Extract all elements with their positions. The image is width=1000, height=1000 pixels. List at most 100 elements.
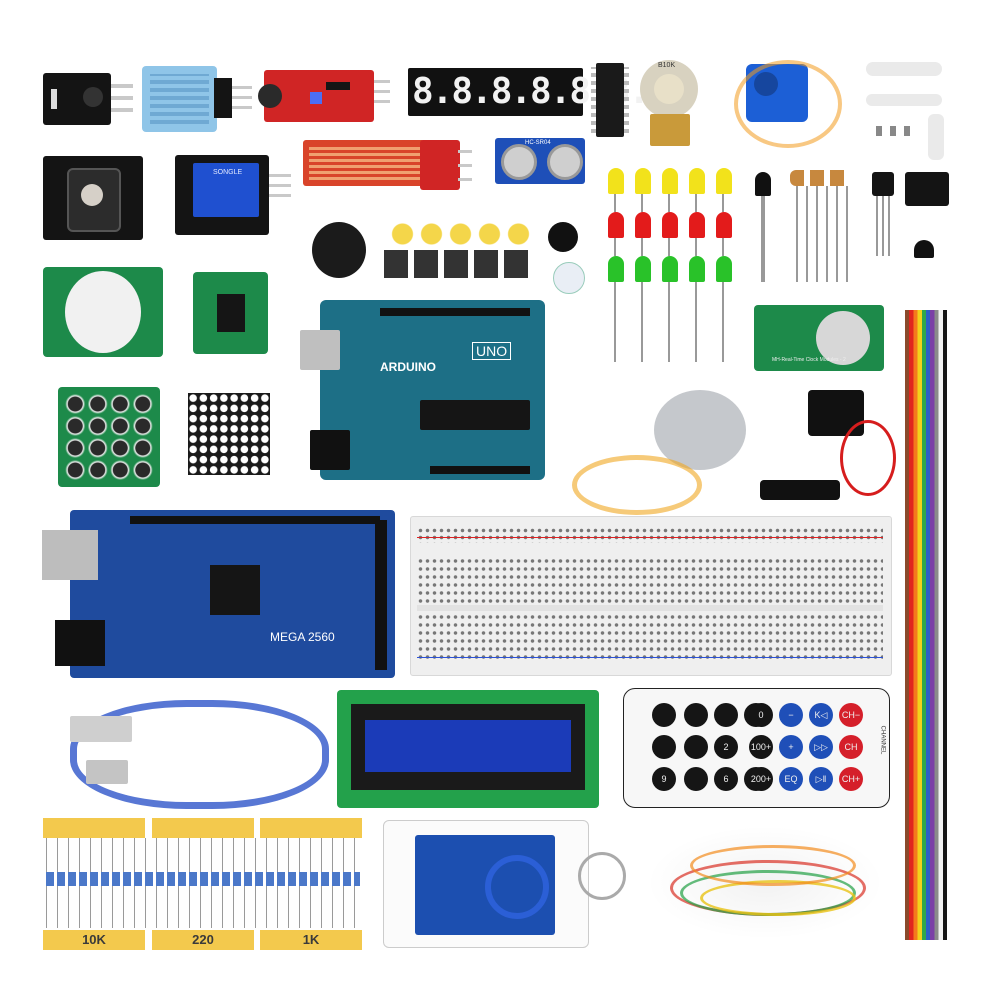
pir-sensor xyxy=(43,267,163,357)
ir-photodiode xyxy=(755,172,771,196)
mega-dc-jack xyxy=(55,620,105,666)
remote-button[interactable]: 9 xyxy=(652,767,676,791)
led xyxy=(716,212,732,238)
pot-legs xyxy=(650,114,690,146)
led-leg xyxy=(722,238,724,256)
resistor-strip-10k-top xyxy=(43,818,145,838)
header-pins xyxy=(458,164,472,167)
photoresistors xyxy=(790,170,850,186)
remote-button[interactable]: − xyxy=(779,703,803,727)
dht11-sensor xyxy=(142,66,217,132)
analog-header xyxy=(430,466,530,474)
led xyxy=(662,256,678,282)
remote-button[interactable]: 0 xyxy=(749,703,773,727)
resistor-bodies xyxy=(46,872,360,886)
remote-button[interactable]: EQ xyxy=(779,767,803,791)
led xyxy=(662,168,678,194)
led-leg xyxy=(695,194,697,212)
ks-label xyxy=(51,89,57,109)
temperature-sensor xyxy=(914,240,934,258)
dht-board xyxy=(214,78,232,118)
led xyxy=(662,212,678,238)
buzzer xyxy=(548,222,578,252)
remote-button[interactable] xyxy=(684,703,708,727)
atmega-chip xyxy=(420,400,530,430)
barrel-plug xyxy=(760,480,840,500)
segment-digits: 8.8.8.8.8.8. xyxy=(412,71,650,112)
lcd-screen xyxy=(365,720,571,772)
header-pins xyxy=(374,100,390,103)
led-leg xyxy=(614,282,616,362)
led-leg xyxy=(614,194,616,212)
remote-button[interactable]: CH− xyxy=(839,703,863,727)
rtc-label: MH-Real-Time Clock Modules - 2 xyxy=(772,357,846,363)
usb-b-plug xyxy=(86,760,128,784)
mega-model: MEGA 2560 xyxy=(270,630,335,644)
led xyxy=(608,168,624,194)
resistor-strip-220-top xyxy=(152,818,254,838)
water-sensor-head xyxy=(420,140,460,190)
led-leg xyxy=(668,194,670,212)
usb-b-port xyxy=(300,330,340,370)
led-leg xyxy=(614,238,616,256)
remote-button[interactable]: ▷‖ xyxy=(809,767,833,791)
resistor-strip-1k-top xyxy=(260,818,362,838)
potentiometer: B10K xyxy=(640,60,698,118)
tactile-buttons xyxy=(384,250,534,278)
remote-button[interactable]: + xyxy=(779,735,803,759)
remote-button[interactable]: CH xyxy=(839,735,863,759)
lcd-1602-module xyxy=(337,690,599,808)
remote-button[interactable]: K◁ xyxy=(809,703,833,727)
remote-button[interactable] xyxy=(684,735,708,759)
led-leg xyxy=(641,282,643,362)
header-pins xyxy=(458,178,472,181)
sensor-dome xyxy=(83,87,103,107)
rfid-key-ring xyxy=(578,852,626,900)
header-pins xyxy=(269,174,291,177)
header-pins xyxy=(111,108,133,112)
sound-sensor-module xyxy=(258,70,374,122)
chip xyxy=(326,82,350,90)
keypad-module xyxy=(58,387,160,487)
led xyxy=(608,256,624,282)
mega-mcu xyxy=(210,565,260,615)
tilt-switches xyxy=(905,172,949,206)
remote-button[interactable]: CH+ xyxy=(839,767,863,791)
remote-button[interactable] xyxy=(652,735,676,759)
led xyxy=(635,212,651,238)
remote-button[interactable]: ▷▷ xyxy=(809,735,833,759)
header-pins xyxy=(458,150,472,153)
stepper-driver xyxy=(193,272,268,354)
led xyxy=(689,256,705,282)
remote-button[interactable]: 200+ xyxy=(749,767,773,791)
servo-horns xyxy=(866,94,942,106)
remote-button[interactable] xyxy=(714,703,738,727)
remote-button[interactable] xyxy=(652,703,676,727)
dc-jack xyxy=(310,430,350,470)
photoresistor-legs xyxy=(796,186,848,282)
remote-channel-label: CHANNEL xyxy=(879,725,886,755)
header-pins xyxy=(374,90,390,93)
ultrasonic-sensor: HC-SR04 xyxy=(495,138,585,184)
mega-usb-port xyxy=(42,530,98,580)
resistor-label-1k: 1K xyxy=(260,930,362,950)
header-pins xyxy=(269,184,291,187)
resistor-label-10k: 10K xyxy=(43,930,145,950)
remote-button[interactable]: 100+ xyxy=(749,735,773,759)
arduino-uno-board: ARDUINO UNO xyxy=(300,300,545,480)
ir-receiver xyxy=(872,172,894,196)
resistor-label-220: 220 xyxy=(152,930,254,950)
remote-button[interactable] xyxy=(684,767,708,791)
header-pins xyxy=(111,96,133,100)
remote-button[interactable]: 6 xyxy=(714,767,738,791)
servo-horns xyxy=(866,62,942,76)
header-pins xyxy=(232,86,252,89)
usb-cable xyxy=(70,700,329,809)
led-leg xyxy=(722,194,724,212)
header-pins xyxy=(374,80,390,83)
joystick-cap xyxy=(312,222,366,278)
header-pins xyxy=(232,96,252,99)
water-level-sensor xyxy=(303,140,425,186)
led xyxy=(635,168,651,194)
remote-button[interactable]: 2 xyxy=(714,735,738,759)
